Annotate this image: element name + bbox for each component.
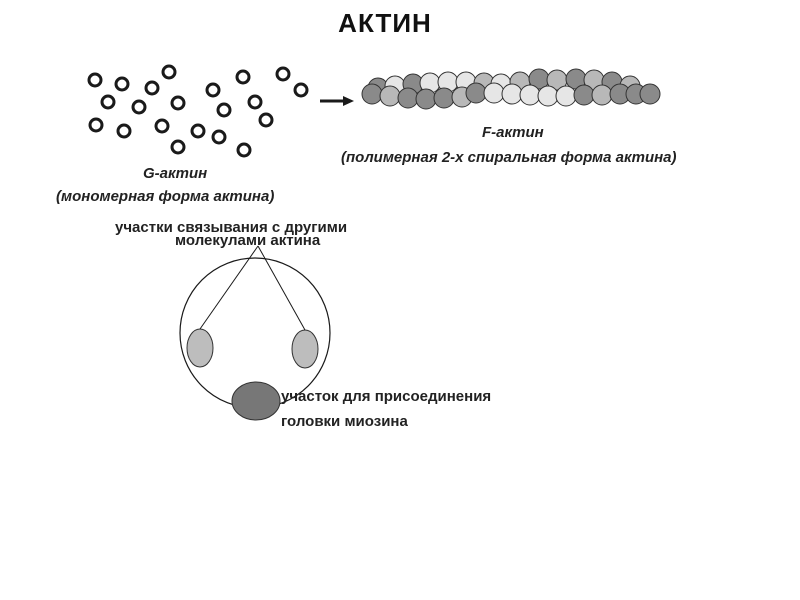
- g-actin-monomer: [88, 117, 104, 133]
- myosin-binding-site: [231, 381, 281, 421]
- f-actin-bead: [465, 82, 487, 104]
- binding-sites-label-line1: участки связывания с другими: [115, 219, 348, 236]
- f-actin-description: (полимерная 2-х спиральная форма актина): [341, 149, 677, 166]
- g-actin-monomer: [170, 139, 186, 155]
- polymerization-arrow: [320, 96, 354, 106]
- binding-sites-label-line2: молекулами актина: [175, 232, 321, 249]
- g-actin-description: (мономерная форма актина): [56, 188, 275, 205]
- page-title: АКТИН: [338, 8, 432, 38]
- myosin-site-label-line2: головки миозина: [281, 413, 408, 430]
- g-actin-monomer: [131, 99, 147, 115]
- f-actin-bead: [361, 83, 383, 105]
- g-actin-monomer: [190, 123, 206, 139]
- f-actin-bead: [379, 85, 401, 107]
- actin-monomer-schematic: [179, 245, 331, 421]
- g-actin-monomer: [275, 66, 291, 82]
- f-actin-bead: [573, 84, 595, 106]
- pointer-line: [257, 245, 306, 331]
- g-actin-monomer: [205, 82, 221, 98]
- g-actin-monomer: [247, 94, 263, 110]
- g-actin-monomer: [144, 80, 160, 96]
- g-actin-monomer: [258, 112, 274, 128]
- f-actin-bead: [555, 85, 577, 107]
- f-actin-bead: [397, 87, 419, 109]
- binding-site-right: [291, 329, 319, 369]
- g-actin-monomer: [216, 102, 232, 118]
- myosin-site-label-line1: участок для присоединения: [281, 388, 492, 405]
- g-actin-monomer: [161, 64, 177, 80]
- g-actin-monomer: [236, 142, 252, 158]
- pointer-line: [199, 245, 259, 330]
- g-actin-monomer: [87, 72, 103, 88]
- f-actin-bead: [433, 87, 455, 109]
- g-actin-monomer: [116, 123, 132, 139]
- f-actin-bead: [415, 88, 437, 110]
- g-actin-name: G-актин: [143, 165, 208, 182]
- g-actin-monomers: [87, 64, 309, 158]
- binding-site-left: [186, 328, 214, 368]
- f-actin-bead: [501, 83, 523, 105]
- g-actin-monomer: [114, 76, 130, 92]
- g-actin-monomer: [293, 82, 309, 98]
- f-actin-bead: [537, 85, 559, 107]
- g-actin-monomer: [170, 95, 186, 111]
- f-actin-bead: [519, 84, 541, 106]
- f-actin-bead: [639, 83, 661, 105]
- g-actin-monomer: [100, 94, 116, 110]
- g-actin-monomer: [211, 129, 227, 145]
- f-actin-name: F-актин: [482, 124, 544, 141]
- g-actin-monomer: [235, 69, 251, 85]
- g-actin-monomer: [154, 118, 170, 134]
- f-actin-bead: [483, 82, 505, 104]
- f-actin-filament: [361, 68, 661, 110]
- f-actin-bead: [591, 84, 613, 106]
